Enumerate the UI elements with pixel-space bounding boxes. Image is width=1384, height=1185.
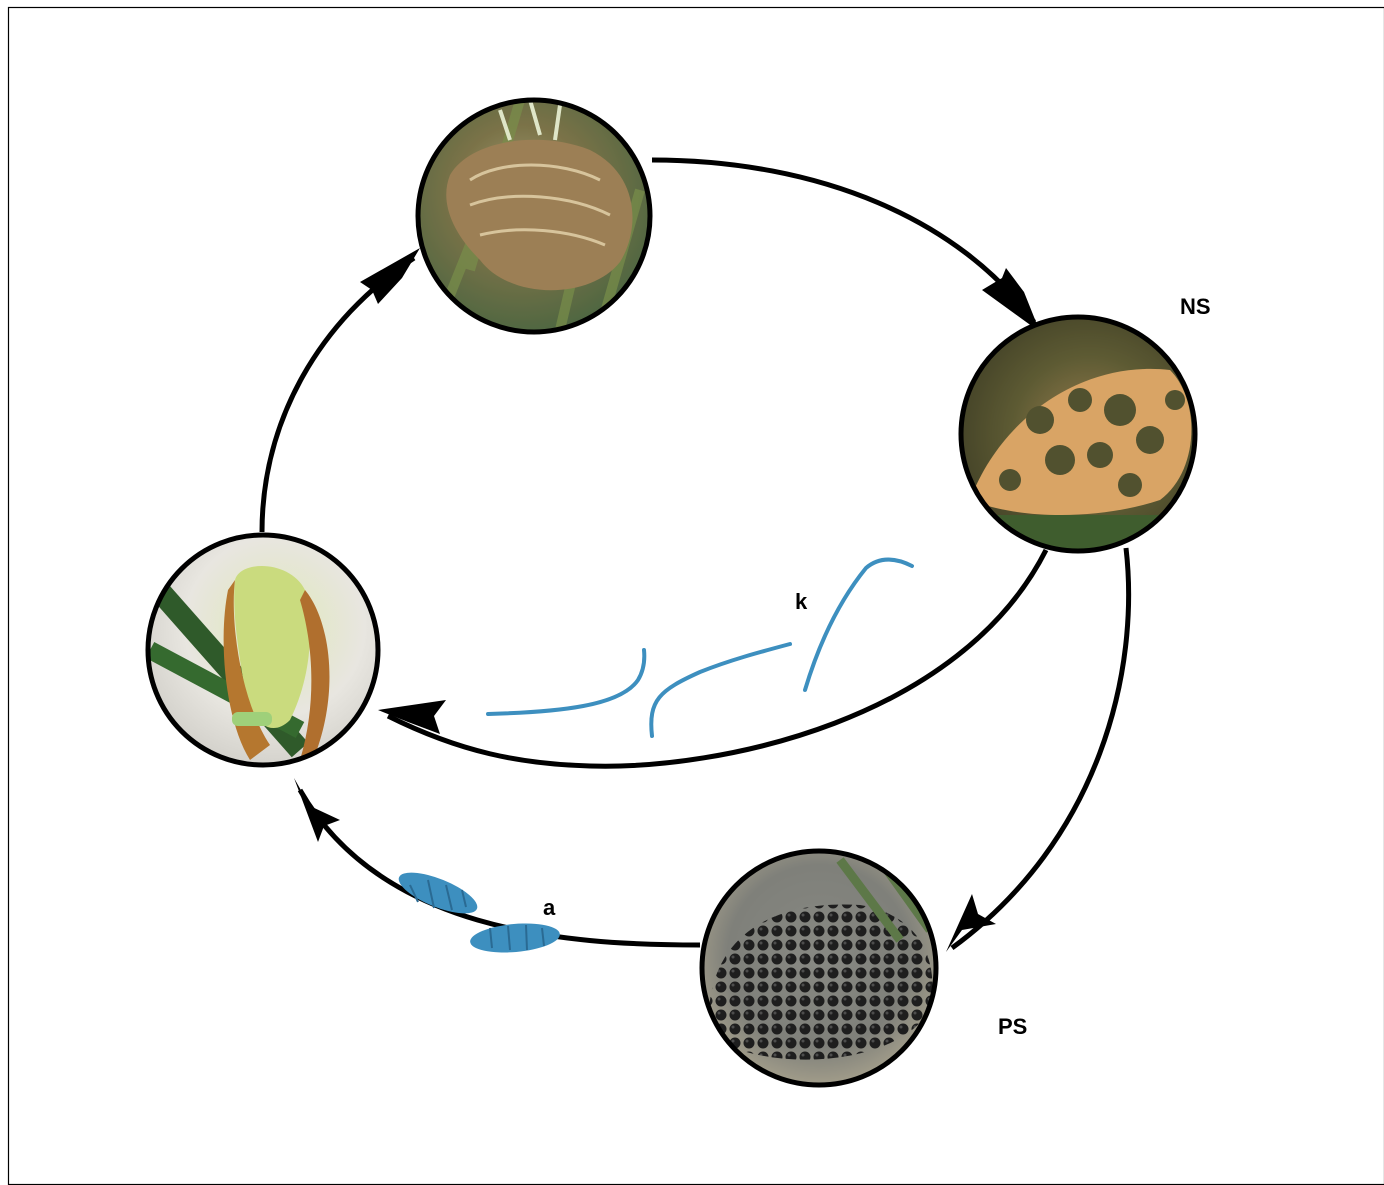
label-ns: NS — [1180, 294, 1211, 319]
label-k: k — [795, 589, 808, 614]
label-ps: PS — [998, 1014, 1027, 1039]
label-a: a — [543, 895, 556, 920]
photo-infected-bud — [148, 535, 378, 765]
